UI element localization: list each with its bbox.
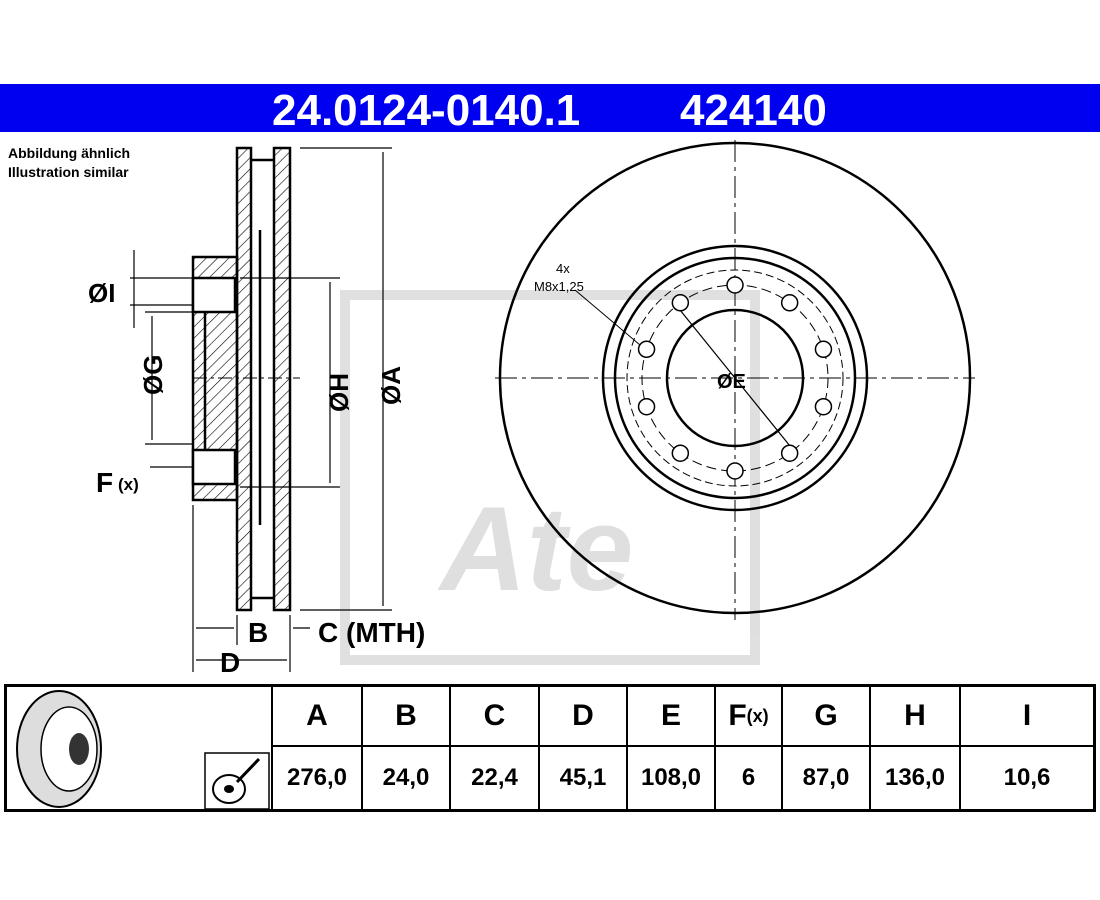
value-G: 87,0 xyxy=(781,747,869,809)
note-english: Illustration similar xyxy=(8,164,129,180)
note-german: Abbildung ähnlich xyxy=(8,145,131,161)
bolt-hole xyxy=(814,340,833,359)
label-bolt-count: 4x xyxy=(556,261,570,276)
article-number: 424140 xyxy=(680,86,827,135)
label-dim-D: D xyxy=(220,647,240,678)
value-B: 24,0 xyxy=(361,747,449,809)
label-dim-E: ØE xyxy=(717,371,746,393)
label-dim-I: ØI xyxy=(88,278,115,308)
column-header-E: E xyxy=(626,687,714,747)
bolt-hole xyxy=(671,444,690,462)
label-dim-C: C (MTH) xyxy=(318,617,425,648)
bolt-hole xyxy=(726,462,744,480)
header-label: G xyxy=(814,699,838,732)
value-C: 22,4 xyxy=(449,747,538,809)
value-F: 6 xyxy=(714,747,781,809)
front-view xyxy=(495,140,975,620)
label-dim-F: F xyxy=(96,467,113,498)
column-header-G: G xyxy=(781,687,869,747)
header-sub: (x) xyxy=(746,705,769,726)
label-dim-G: ØG xyxy=(138,355,168,395)
bolt-hole xyxy=(780,444,799,462)
column-header-B: B xyxy=(361,687,449,747)
label-bolt-thread: M8x1,25 xyxy=(534,279,584,294)
value-A: 276,0 xyxy=(271,747,361,809)
part-number: 24.0124-0140.1 xyxy=(272,86,581,135)
value-H: 136,0 xyxy=(869,747,959,809)
column-header-F: F(x) xyxy=(714,687,781,747)
header-label: H xyxy=(904,699,926,732)
header-label: I xyxy=(1022,699,1032,732)
bolt-hole xyxy=(637,397,656,416)
label-dim-H: ØH xyxy=(324,373,354,412)
column-header-D: D xyxy=(538,687,626,747)
value-E: 108,0 xyxy=(626,747,714,809)
header-label: E xyxy=(660,699,681,732)
header-label: C xyxy=(483,699,506,732)
header-label: F xyxy=(728,699,747,732)
column-header-I: I xyxy=(959,687,1093,747)
header-label: B xyxy=(395,699,417,732)
title-bar: 24.0124-0140.1 424140 xyxy=(0,84,1100,135)
disc-illustration-cell xyxy=(7,687,271,810)
bolt-hole xyxy=(814,397,833,416)
column-header-A: A xyxy=(271,687,361,747)
bolt-hole xyxy=(637,340,656,359)
bolt-hole xyxy=(726,276,744,294)
value-D: 45,1 xyxy=(538,747,626,809)
brake-disc-icon xyxy=(16,690,270,810)
column-header-H: H xyxy=(869,687,959,747)
header-label: D xyxy=(572,699,594,732)
bolt-hole xyxy=(780,294,799,312)
illustration-note: Abbildung ähnlich Illustration similar xyxy=(8,144,130,182)
label-dim-F-sub: (x) xyxy=(118,475,139,494)
label-dim-B: B xyxy=(248,617,268,648)
label-dim-A: ØA xyxy=(376,366,406,405)
column-header-C: C xyxy=(449,687,538,747)
technical-drawing: Ate ØI ØG ØH ØA xyxy=(88,140,975,678)
value-I: 10,6 xyxy=(959,747,1093,809)
side-section-view xyxy=(130,146,392,672)
bolt-hole xyxy=(671,294,690,312)
header-label: A xyxy=(306,699,328,732)
svg-text:Ate: Ate xyxy=(437,482,633,616)
ate-watermark: Ate xyxy=(340,290,760,665)
